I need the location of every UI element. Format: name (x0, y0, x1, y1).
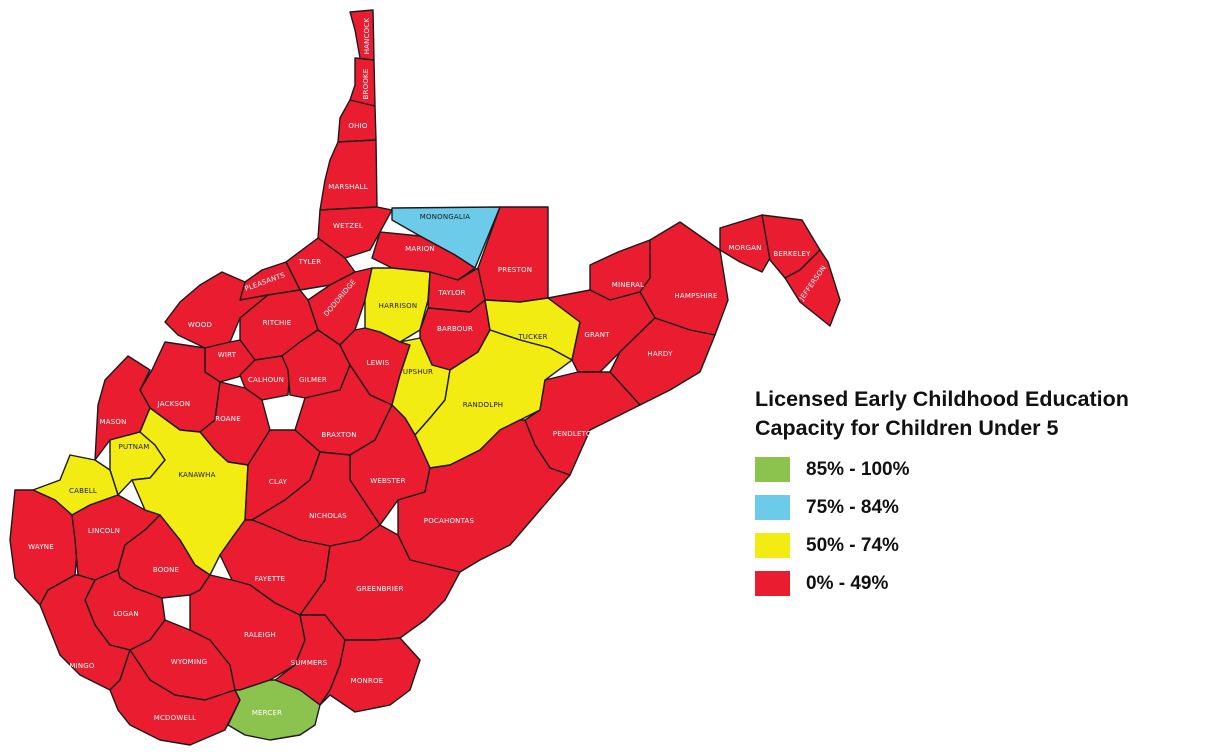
county-label-mineral: MINERAL (612, 281, 644, 289)
county-label-wirt: WIRT (218, 351, 237, 359)
legend-item-85-100: 85% - 100% (755, 457, 1220, 482)
legend-swatch-green (755, 457, 790, 482)
legend-swatch-yellow (755, 533, 790, 558)
legend-swatch-red (755, 571, 790, 596)
county-label-webster: WEBSTER (370, 477, 405, 485)
county-label-mason: MASON (99, 418, 126, 426)
county-label-cabell: CABELL (69, 487, 97, 495)
county-label-marshall: MARSHALL (328, 183, 368, 191)
county-label-roane: ROANE (215, 415, 241, 423)
legend: Licensed Early Childhood Education Capac… (755, 385, 1220, 609)
county-pocahontas (397, 419, 571, 573)
county-label-pendleton: PENDLETON (553, 430, 597, 438)
county-monroe (319, 637, 421, 713)
county-label-randolph: RANDOLPH (463, 401, 504, 409)
county-label-ritchie: RITCHIE (263, 319, 292, 327)
county-label-ohio: OHIO (348, 122, 367, 130)
legend-title-line-2: Capacity for Children Under 5 (755, 416, 1059, 440)
county-mercer (227, 679, 321, 741)
county-label-nicholas: NICHOLAS (309, 512, 347, 520)
county-label-brooke: BROOKE (362, 69, 370, 100)
county-label-raleigh: RALEIGH (244, 631, 276, 639)
county-label-harrison: HARRISON (379, 302, 418, 310)
county-label-barbour: BARBOUR (437, 325, 473, 333)
county-label-taylor: TAYLOR (437, 289, 465, 297)
county-label-grant: GRANT (584, 331, 610, 339)
county-label-mercer: MERCER (252, 709, 282, 717)
county-label-wetzel: WETZEL (333, 222, 363, 230)
legend-item-75-84: 75% - 84% (755, 495, 1220, 520)
county-label-fayette: FAYETTE (255, 575, 286, 583)
county-label-hampshire: HAMPSHIRE (674, 292, 717, 300)
county-label-tucker: TUCKER (517, 333, 547, 341)
legend-title-line-1: Licensed Early Childhood Education (755, 387, 1129, 411)
county-harrison (364, 267, 431, 343)
county-label-monroe: MONROE (351, 677, 384, 685)
county-label-preston: PRESTON (498, 266, 532, 274)
legend-label: 85% - 100% (806, 458, 910, 480)
county-label-wyoming: WYOMING (171, 658, 208, 666)
county-label-wood: WOOD (188, 321, 212, 329)
county-label-wayne: WAYNE (28, 543, 54, 551)
county-label-logan: LOGAN (113, 610, 139, 618)
county-label-gilmer: GILMER (299, 376, 327, 384)
county-label-hancock: HANCOCK (363, 18, 371, 55)
county-ohio (337, 99, 377, 143)
county-label-clay: CLAY (269, 478, 288, 486)
county-label-mingo: MINGO (69, 662, 95, 670)
county-label-tyler: TYLER (298, 258, 322, 266)
county-mingo (39, 574, 131, 691)
county-label-greenbrier: GREENBRIER (356, 585, 403, 593)
county-label-kanawha: KANAWHA (178, 471, 215, 479)
legend-label: 50% - 74% (806, 534, 899, 556)
county-label-upshur: UPSHUR (403, 368, 433, 376)
legend-swatch-blue (755, 495, 790, 520)
county-label-jackson: JACKSON (157, 400, 191, 408)
county-label-lewis: LEWIS (367, 359, 390, 367)
county-label-berkeley: BERKELEY (773, 250, 811, 258)
county-label-marion: MARION (405, 245, 435, 253)
county-marshall (319, 139, 378, 211)
county-label-boone: BOONE (153, 566, 179, 574)
county-wood (164, 271, 269, 349)
county-label-hardy: HARDY (647, 350, 673, 358)
county-label-monongalia: MONONGALIA (420, 213, 471, 221)
county-label-putnam: PUTNAM (119, 443, 150, 451)
county-label-morgan: MORGAN (728, 244, 761, 252)
legend-label: 75% - 84% (806, 496, 899, 518)
legend-item-0-49: 0% - 49% (755, 571, 1220, 596)
legend-label: 0% - 49% (806, 572, 889, 594)
county-label-braxton: BRAXTON (321, 431, 356, 439)
county-shapes (9, 9, 841, 746)
county-label-calhoun: CALHOUN (248, 376, 284, 384)
county-jefferson (784, 249, 841, 327)
legend-title: Licensed Early Childhood Education Capac… (755, 385, 1220, 443)
county-label-mcdowell: MCDOWELL (154, 714, 197, 722)
county-label-pocahontas: POCAHONTAS (424, 517, 475, 525)
county-label-summers: SUMMERS (291, 659, 328, 667)
legend-item-50-74: 50% - 74% (755, 533, 1220, 558)
county-hardy (609, 317, 716, 406)
county-label-lincoln: LINCOLN (88, 527, 120, 535)
